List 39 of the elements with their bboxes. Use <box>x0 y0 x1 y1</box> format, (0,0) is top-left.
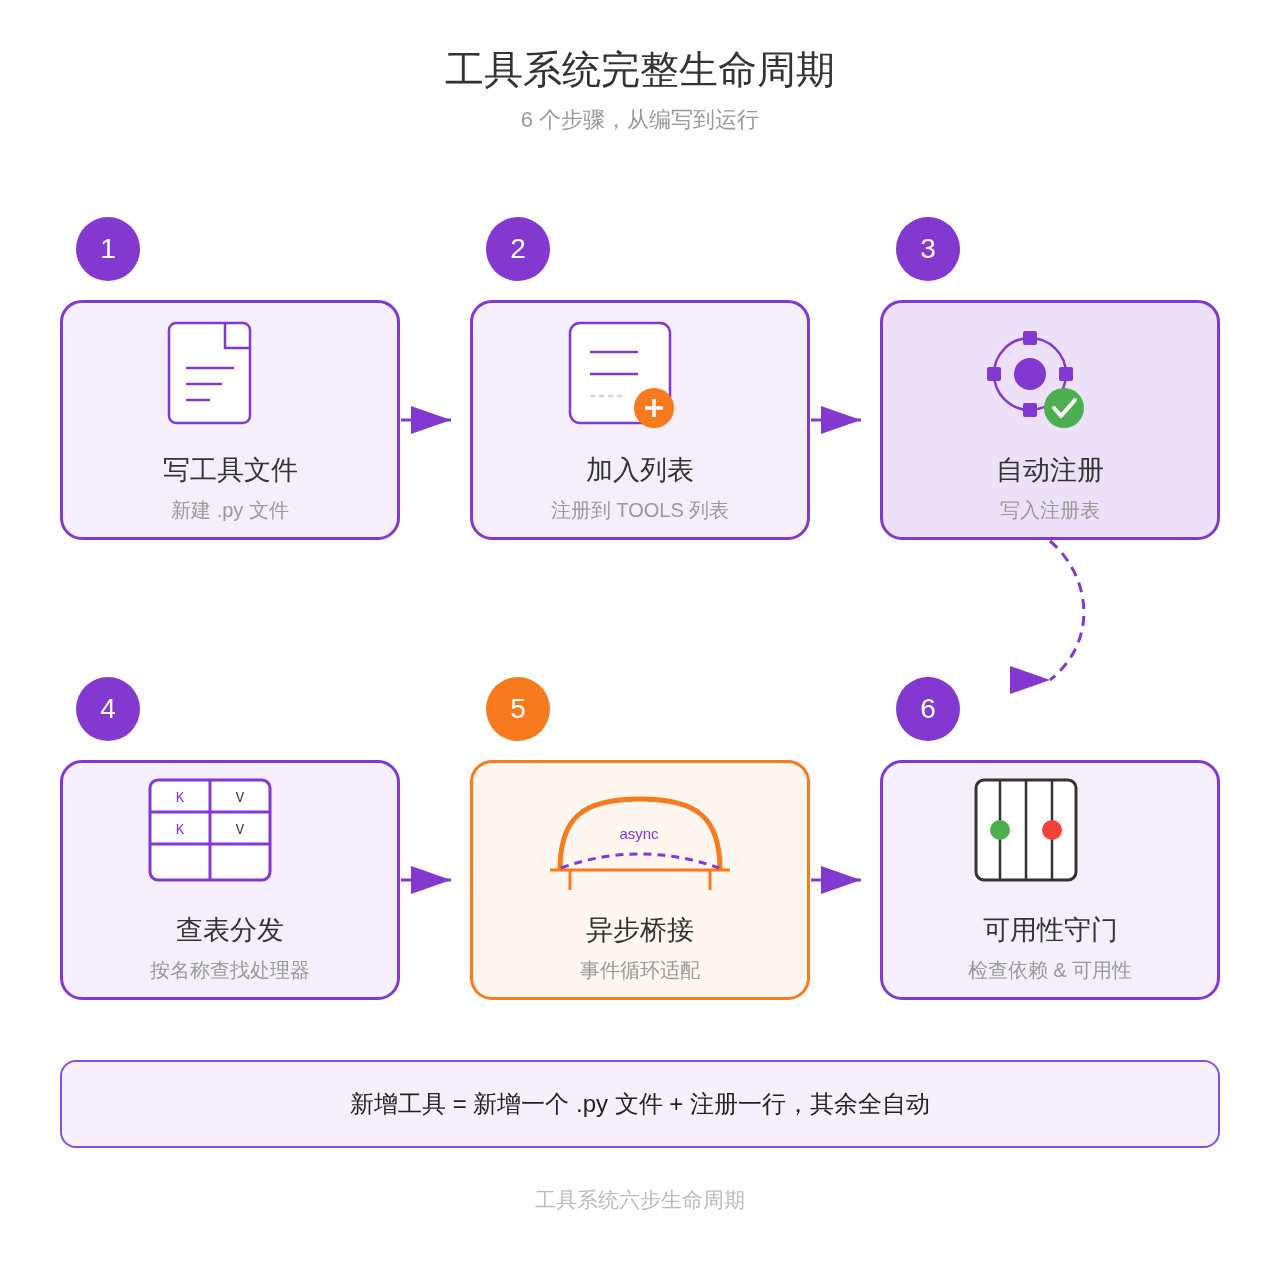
step-title: 写工具文件 <box>162 453 298 487</box>
dashed-arrow <box>1010 539 1086 694</box>
number-badge: 3 <box>896 217 960 281</box>
step-description: 新建 .py 文件 <box>171 498 289 522</box>
arrow <box>811 866 861 894</box>
step-box <box>470 760 810 1000</box>
key-letter: K <box>175 821 185 839</box>
step-box <box>60 300 400 540</box>
step-description: 事件循环适配 <box>580 958 700 982</box>
step-description: 写入注册表 <box>1000 498 1100 522</box>
arrow <box>811 406 861 434</box>
step-description: 注册到 TOOLS 列表 <box>550 498 730 522</box>
number-badge: 2 <box>486 217 550 281</box>
value-letter: V <box>235 821 245 839</box>
summary-text: 新增工具 = 新增一个 .py 文件 + 注册一行，其余全自动 <box>349 1089 931 1119</box>
number-badge: 4 <box>76 677 140 741</box>
arrow <box>401 406 451 434</box>
caption: 工具系统六步生命周期 <box>535 1187 745 1213</box>
step-description: 按名称查找处理器 <box>150 958 310 982</box>
arrow <box>401 866 451 894</box>
step-title: 自动注册 <box>996 453 1104 487</box>
step-title: 异步桥接 <box>586 913 694 947</box>
step-box <box>60 760 400 1000</box>
step-box <box>880 300 1220 540</box>
step-description: 检查依赖 & 可用性 <box>967 958 1133 982</box>
title: 工具系统完整生命周期 <box>445 46 835 93</box>
subtitle: 6 个步骤，从编写到运行 <box>520 106 760 134</box>
step-title: 加入列表 <box>586 453 694 487</box>
step-box <box>470 300 810 540</box>
number-badge: 6 <box>896 677 960 741</box>
async-label: async <box>619 825 659 843</box>
step-title: 查表分发 <box>176 913 284 947</box>
summary-banner <box>60 1060 1220 1148</box>
number-badge: 5 <box>486 677 550 741</box>
value-letter: V <box>235 789 245 807</box>
step-title: 可用性守门 <box>982 913 1118 947</box>
key-letter: K <box>175 789 185 807</box>
step-box <box>880 760 1220 1000</box>
number-badge: 1 <box>76 217 140 281</box>
